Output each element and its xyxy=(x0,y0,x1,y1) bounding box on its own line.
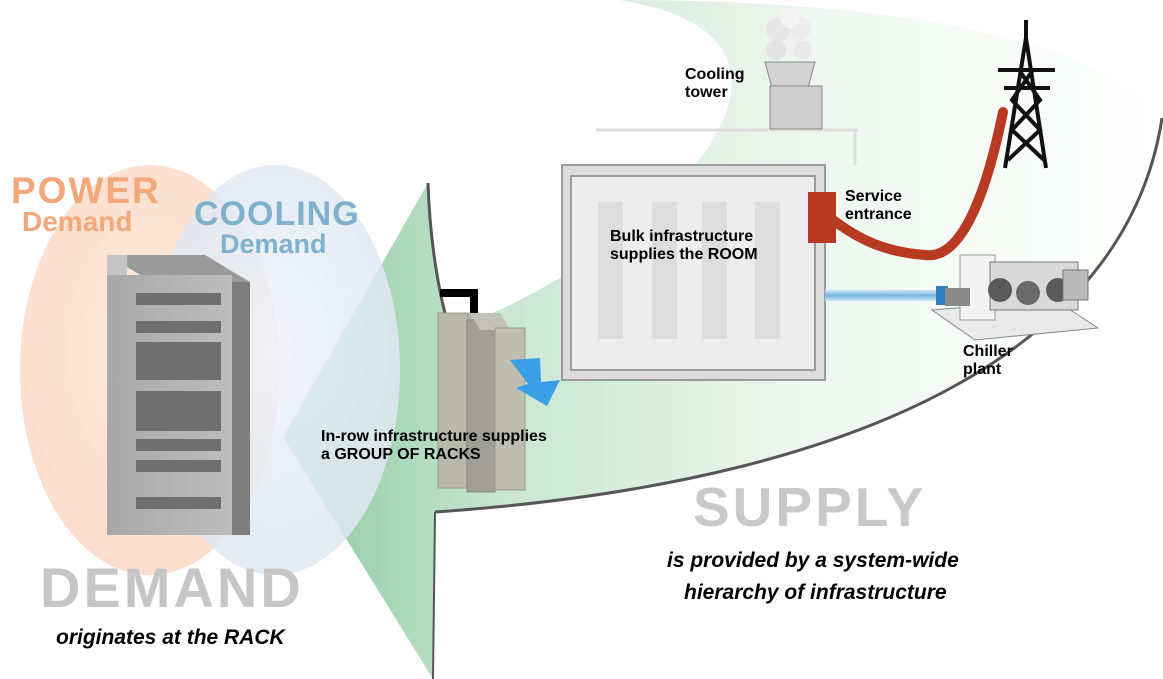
service-cable xyxy=(828,107,1008,261)
in-row-unit-icon xyxy=(437,289,526,493)
airflow-arrow-icon xyxy=(510,358,560,406)
cooling-demand-subtitle: Demand xyxy=(220,229,327,259)
power-demand-title: POWER xyxy=(11,170,161,211)
service-entrance-label-line1: Service xyxy=(845,188,902,205)
demand-heading: DEMAND xyxy=(40,556,304,619)
chiller-plant-label-line2: plant xyxy=(963,360,1002,378)
server-rack-icon xyxy=(107,255,250,535)
cooling-tower-label-line2: tower xyxy=(685,83,728,101)
chiller-pipe xyxy=(825,290,940,301)
service-entrance-label-line2: entrance xyxy=(845,205,912,223)
in-row-infrastructure-label-line2: a GROUP OF RACKS xyxy=(321,445,481,463)
room-building xyxy=(561,164,836,381)
bulk-infrastructure-label: Bulk infrastructure supplies the ROOM xyxy=(610,228,758,264)
cooling-tower-label-line1: Cooling xyxy=(685,66,745,83)
supply-caption-line1: is provided by a system-wide xyxy=(667,549,959,572)
supply-caption-line2: hierarchy of infrastructure xyxy=(684,581,947,604)
chiller-plant-label: Chiller plant xyxy=(963,343,1013,379)
power-demand-subtitle: Demand xyxy=(22,206,133,237)
bulk-infrastructure-label-line1: Bulk infrastructure xyxy=(610,228,754,245)
in-row-infrastructure-label: In-row infrastructure supplies a GROUP O… xyxy=(321,428,547,464)
chiller-plant-label-line1: Chiller xyxy=(963,343,1013,360)
in-row-infrastructure-label-line1: In-row infrastructure supplies xyxy=(321,428,547,445)
service-entrance-label: Service entrance xyxy=(845,188,912,224)
demand-caption: originates at the RACK xyxy=(56,626,285,649)
cooling-demand-title: COOLING xyxy=(194,195,360,233)
supply-heading: SUPPLY xyxy=(693,476,927,538)
transmission-tower-icon xyxy=(998,20,1055,169)
chiller-plant-icon xyxy=(930,254,1100,341)
bulk-infrastructure-label-line2: supplies the ROOM xyxy=(610,245,758,263)
cooling-tower-icon xyxy=(596,8,858,165)
cooling-tower-label: Cooling tower xyxy=(685,66,745,102)
